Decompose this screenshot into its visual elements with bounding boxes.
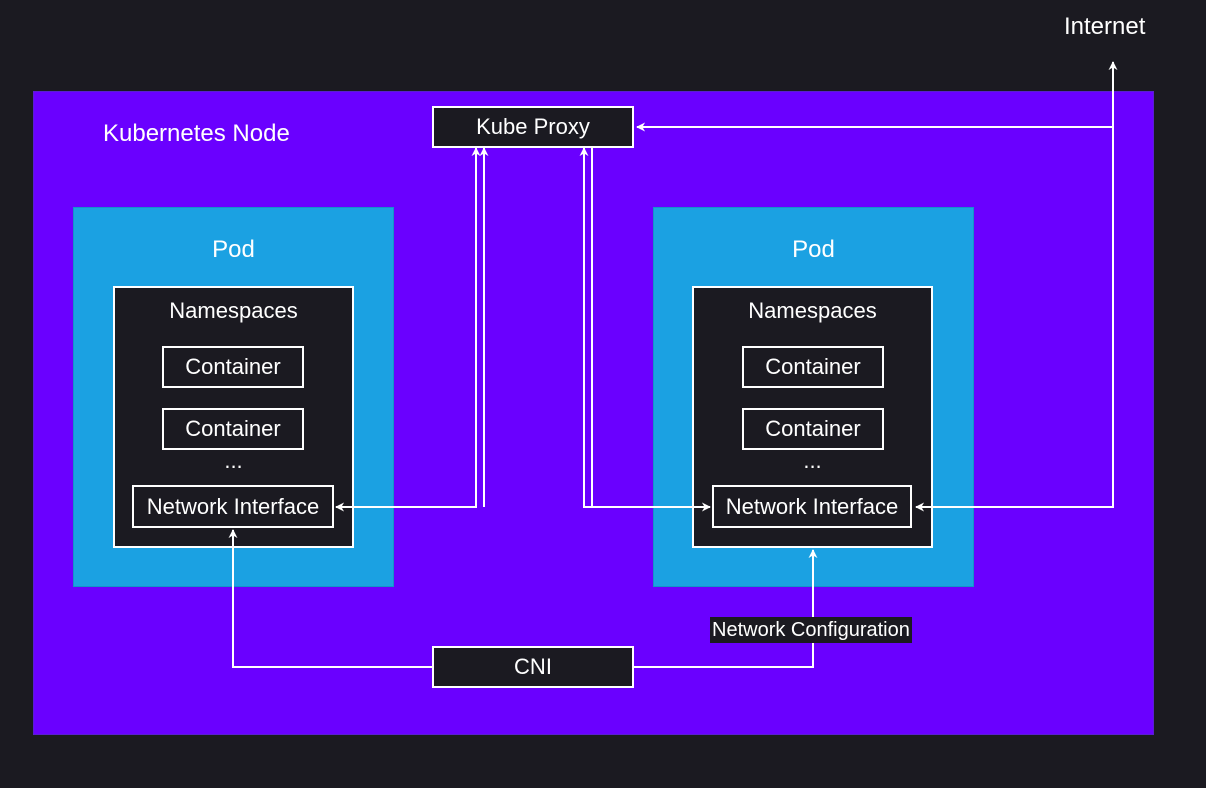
container-left-2[interactable]: Container: [162, 408, 304, 450]
internet-label: Internet: [1064, 13, 1146, 40]
namespaces-right-label: Namespaces: [748, 298, 877, 323]
pod-left-label: Pod: [212, 236, 255, 263]
kubernetes-node-label: Kubernetes Node: [103, 120, 290, 147]
network-configuration-label: Network Configuration: [710, 617, 912, 643]
namespaces-left-label: Namespaces: [169, 298, 298, 323]
ellipsis-left: ...: [224, 448, 243, 473]
cni-box[interactable]: CNI: [432, 646, 634, 688]
network-interface-right[interactable]: Network Interface: [712, 485, 912, 528]
container-right-2[interactable]: Container: [742, 408, 884, 450]
container-right-1[interactable]: Container: [742, 346, 884, 388]
container-left-1[interactable]: Container: [162, 346, 304, 388]
pod-right-label: Pod: [792, 236, 835, 263]
network-interface-left[interactable]: Network Interface: [132, 485, 334, 528]
kube-proxy-box[interactable]: Kube Proxy: [432, 106, 634, 148]
ellipsis-right: ...: [803, 448, 822, 473]
